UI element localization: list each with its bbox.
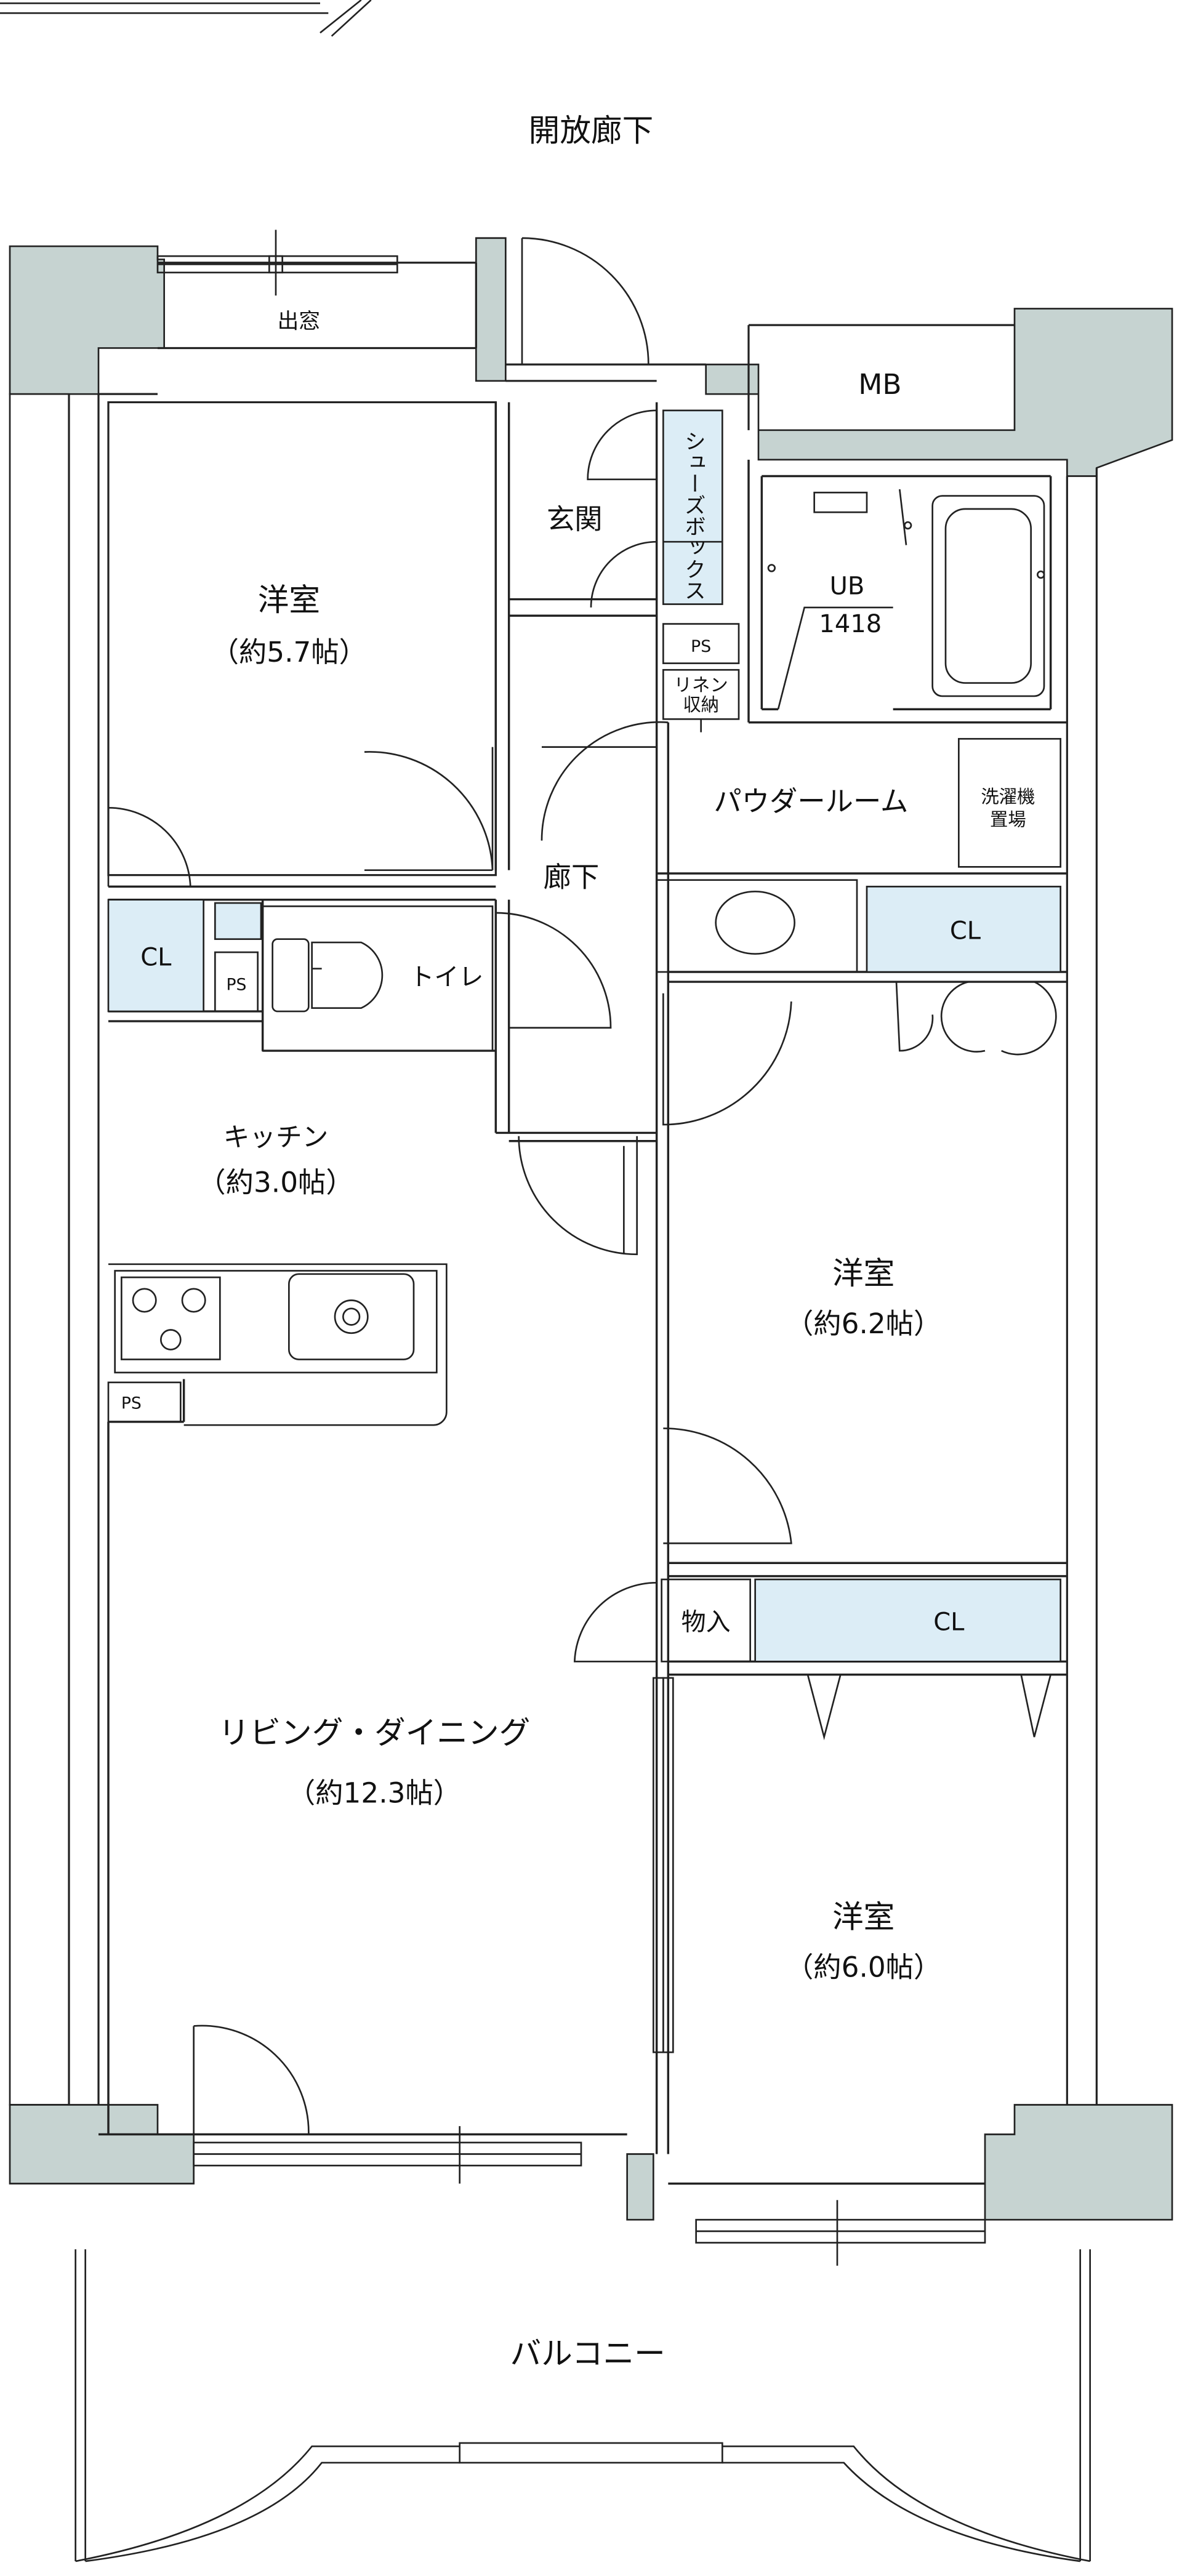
- label-living-dining-size: （約12.3帖）: [287, 1777, 461, 1810]
- label-entrance: 玄関: [547, 503, 603, 536]
- label-laundry-1: 洗濯機: [981, 786, 1035, 807]
- shoe-box: [662, 409, 723, 605]
- top-outline: [0, 0, 372, 37]
- label-toilet: トイレ: [409, 963, 483, 991]
- balcony-outline: [74, 2249, 1091, 2562]
- entry-door: [521, 237, 649, 365]
- label-linen-storage: 収納: [683, 694, 719, 715]
- label-western-room-3-size: （約6.0帖）: [786, 1951, 941, 1983]
- label-western-room-2-size: （約6.2帖）: [786, 1307, 941, 1340]
- label-mb: MB: [858, 368, 901, 401]
- label-kitchen-size: （約3.0帖）: [198, 1166, 353, 1198]
- structural-walls: [9, 237, 1173, 2221]
- kitchen-counter: [107, 1263, 448, 1426]
- folding-doors: [107, 806, 1057, 1741]
- label-cl-powder: CL: [950, 917, 981, 945]
- label-ps-kitchen: PS: [121, 1394, 142, 1413]
- label-western-room-1-size: （約5.7帖）: [211, 636, 367, 668]
- label-balcony: バルコニー: [510, 2335, 665, 2372]
- label-western-room-1: 洋室: [258, 582, 320, 618]
- label-ub-size: 1418: [819, 610, 882, 638]
- unit-bath: [767, 489, 1045, 710]
- entrance-doors: [587, 409, 657, 608]
- label-cl-room1: CL: [140, 943, 172, 971]
- interior-walls: [98, 402, 1067, 2185]
- label-western-room-2: 洋室: [832, 1255, 895, 1291]
- label-kitchen: キッチン: [223, 1122, 329, 1153]
- label-shoe-box: シューズボックス: [680, 430, 705, 601]
- sliding-door: [653, 1677, 674, 2053]
- ps-linen: [662, 623, 740, 732]
- bay-window: [156, 230, 398, 296]
- label-storage: 物入: [681, 1608, 731, 1637]
- label-cl-room2: CL: [933, 1608, 965, 1637]
- toilet-fixture: [271, 912, 612, 1029]
- label-western-room-3: 洋室: [832, 1898, 895, 1935]
- label-ps-toilet: PS: [227, 975, 247, 994]
- label-linen: リネン: [674, 675, 728, 696]
- room-doors: [193, 993, 792, 2135]
- label-powder-room: パウダールーム: [714, 785, 908, 818]
- label-ub: UB: [830, 572, 865, 601]
- label-living-dining: リビング・ダイニング: [219, 1715, 531, 1751]
- label-open-corridor: 開放廊下: [529, 112, 654, 148]
- label-hallway: 廊下: [544, 861, 600, 893]
- closets: [107, 886, 1061, 1663]
- label-bay-window: 出窓: [278, 309, 320, 334]
- powder-room-fixtures: [364, 721, 1061, 973]
- label-laundry-2: 置場: [990, 809, 1026, 830]
- balcony-windows: [193, 2126, 986, 2266]
- label-ps-bath: PS: [691, 637, 711, 656]
